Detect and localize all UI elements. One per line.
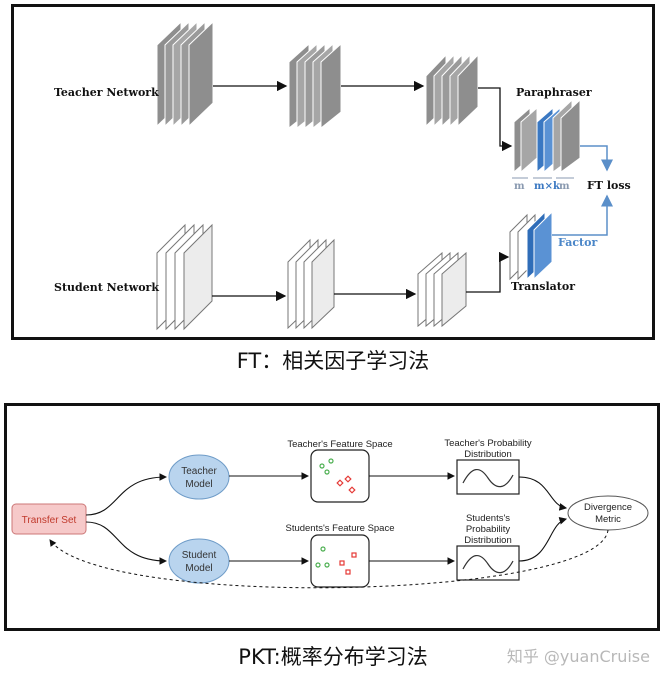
translator-stack	[509, 210, 553, 281]
dim-m-left: m	[514, 181, 525, 192]
teacher-stack-1	[156, 20, 214, 128]
student-stack-1	[156, 223, 213, 331]
pkt-caption: PKT:概率分布学习法	[238, 645, 428, 669]
teacher-stack-2	[288, 42, 342, 130]
ft-loss-label: FT loss	[587, 179, 631, 192]
student-stack-3	[417, 251, 467, 328]
dim-m-right: m	[559, 181, 570, 192]
teacher-network-label: Teacher Network	[54, 86, 159, 99]
paraphraser-label: Paraphraser	[516, 86, 592, 99]
teacher-stack-3	[425, 53, 479, 128]
paraphraser-to-loss-arrow	[580, 145, 613, 172]
teacher-to-paraphraser-arrow	[478, 87, 513, 152]
translator-label: Translator	[511, 280, 575, 293]
student-network-label: Student Network	[54, 281, 159, 294]
ft-diagram: Teacher Network Student Network Paraphra…	[54, 20, 631, 331]
dim-mk: m×k	[534, 181, 561, 192]
factor-to-loss-arrow	[552, 194, 613, 236]
ft-caption: FT：相关因子学习法	[236, 349, 430, 373]
pkt-diagram-panel	[4, 403, 660, 631]
factor-label: Factor	[558, 236, 597, 249]
paraphraser-stack	[513, 98, 581, 174]
student-stack-2	[287, 238, 335, 330]
student-to-translator-arrow	[466, 251, 510, 293]
watermark: 知乎 @yuanCruise	[506, 647, 650, 666]
